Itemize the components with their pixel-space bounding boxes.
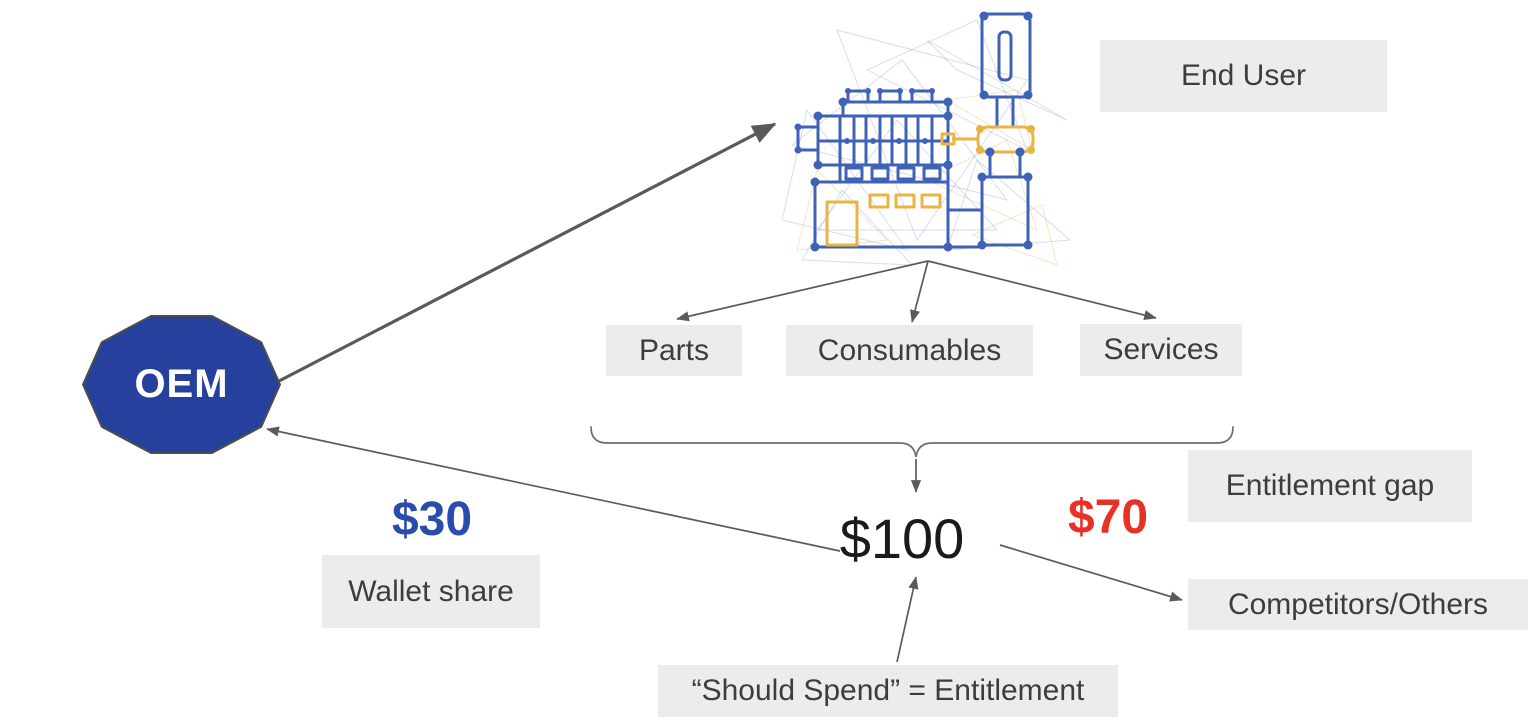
end-user-label: End User xyxy=(1180,59,1307,92)
machine-to-parts-arrow xyxy=(676,260,929,322)
categories-brace xyxy=(590,426,1234,458)
category-box-consumables: Consumables xyxy=(786,325,1033,376)
machine-tower xyxy=(946,12,1032,249)
category-box-parts: Parts xyxy=(606,325,742,376)
total-to-competitors-arrow xyxy=(999,544,1183,602)
machine-nodes xyxy=(794,11,1033,252)
oem-to-end-user-arrow xyxy=(278,122,777,383)
machine-to-services-arrow xyxy=(927,260,1157,321)
machine-yellow-accents xyxy=(825,125,1035,247)
services-label: Services xyxy=(1103,333,1219,366)
entitlement-gap-box: Entitlement gap xyxy=(1188,450,1472,522)
should-spend-label: “Should Spend” = Entitlement xyxy=(691,674,1085,707)
wallet-share-value: $30 xyxy=(391,493,473,546)
competitors-box: Competitors/Others xyxy=(1188,579,1528,630)
oem-node-label: OEM xyxy=(134,362,229,406)
end-user-box: End User xyxy=(1100,40,1387,112)
wallet-share-box: Wallet share xyxy=(322,555,540,628)
competitors-label: Competitors/Others xyxy=(1227,587,1489,621)
consumables-label: Consumables xyxy=(817,333,1002,367)
category-box-services: Services xyxy=(1080,324,1242,376)
should-spend-to-total-arrow xyxy=(896,576,919,663)
should-spend-box: “Should Spend” = Entitlement xyxy=(658,665,1118,717)
oem-decagon xyxy=(81,315,282,454)
parts-label: Parts xyxy=(638,333,710,367)
entitlement-total-value: $100 xyxy=(839,507,965,570)
oem-node-shape xyxy=(81,315,282,454)
wallet-share-label: Wallet share xyxy=(348,574,514,608)
total-to-oem-arrow xyxy=(266,426,841,552)
machine-engine-block xyxy=(796,89,950,249)
machine-to-consumables-arrow xyxy=(910,260,929,323)
entitlement-gap-label: Entitlement gap xyxy=(1225,469,1435,502)
end-user-machine-illustration xyxy=(782,11,1072,266)
entitlement-gap-value: $70 xyxy=(1067,491,1149,544)
